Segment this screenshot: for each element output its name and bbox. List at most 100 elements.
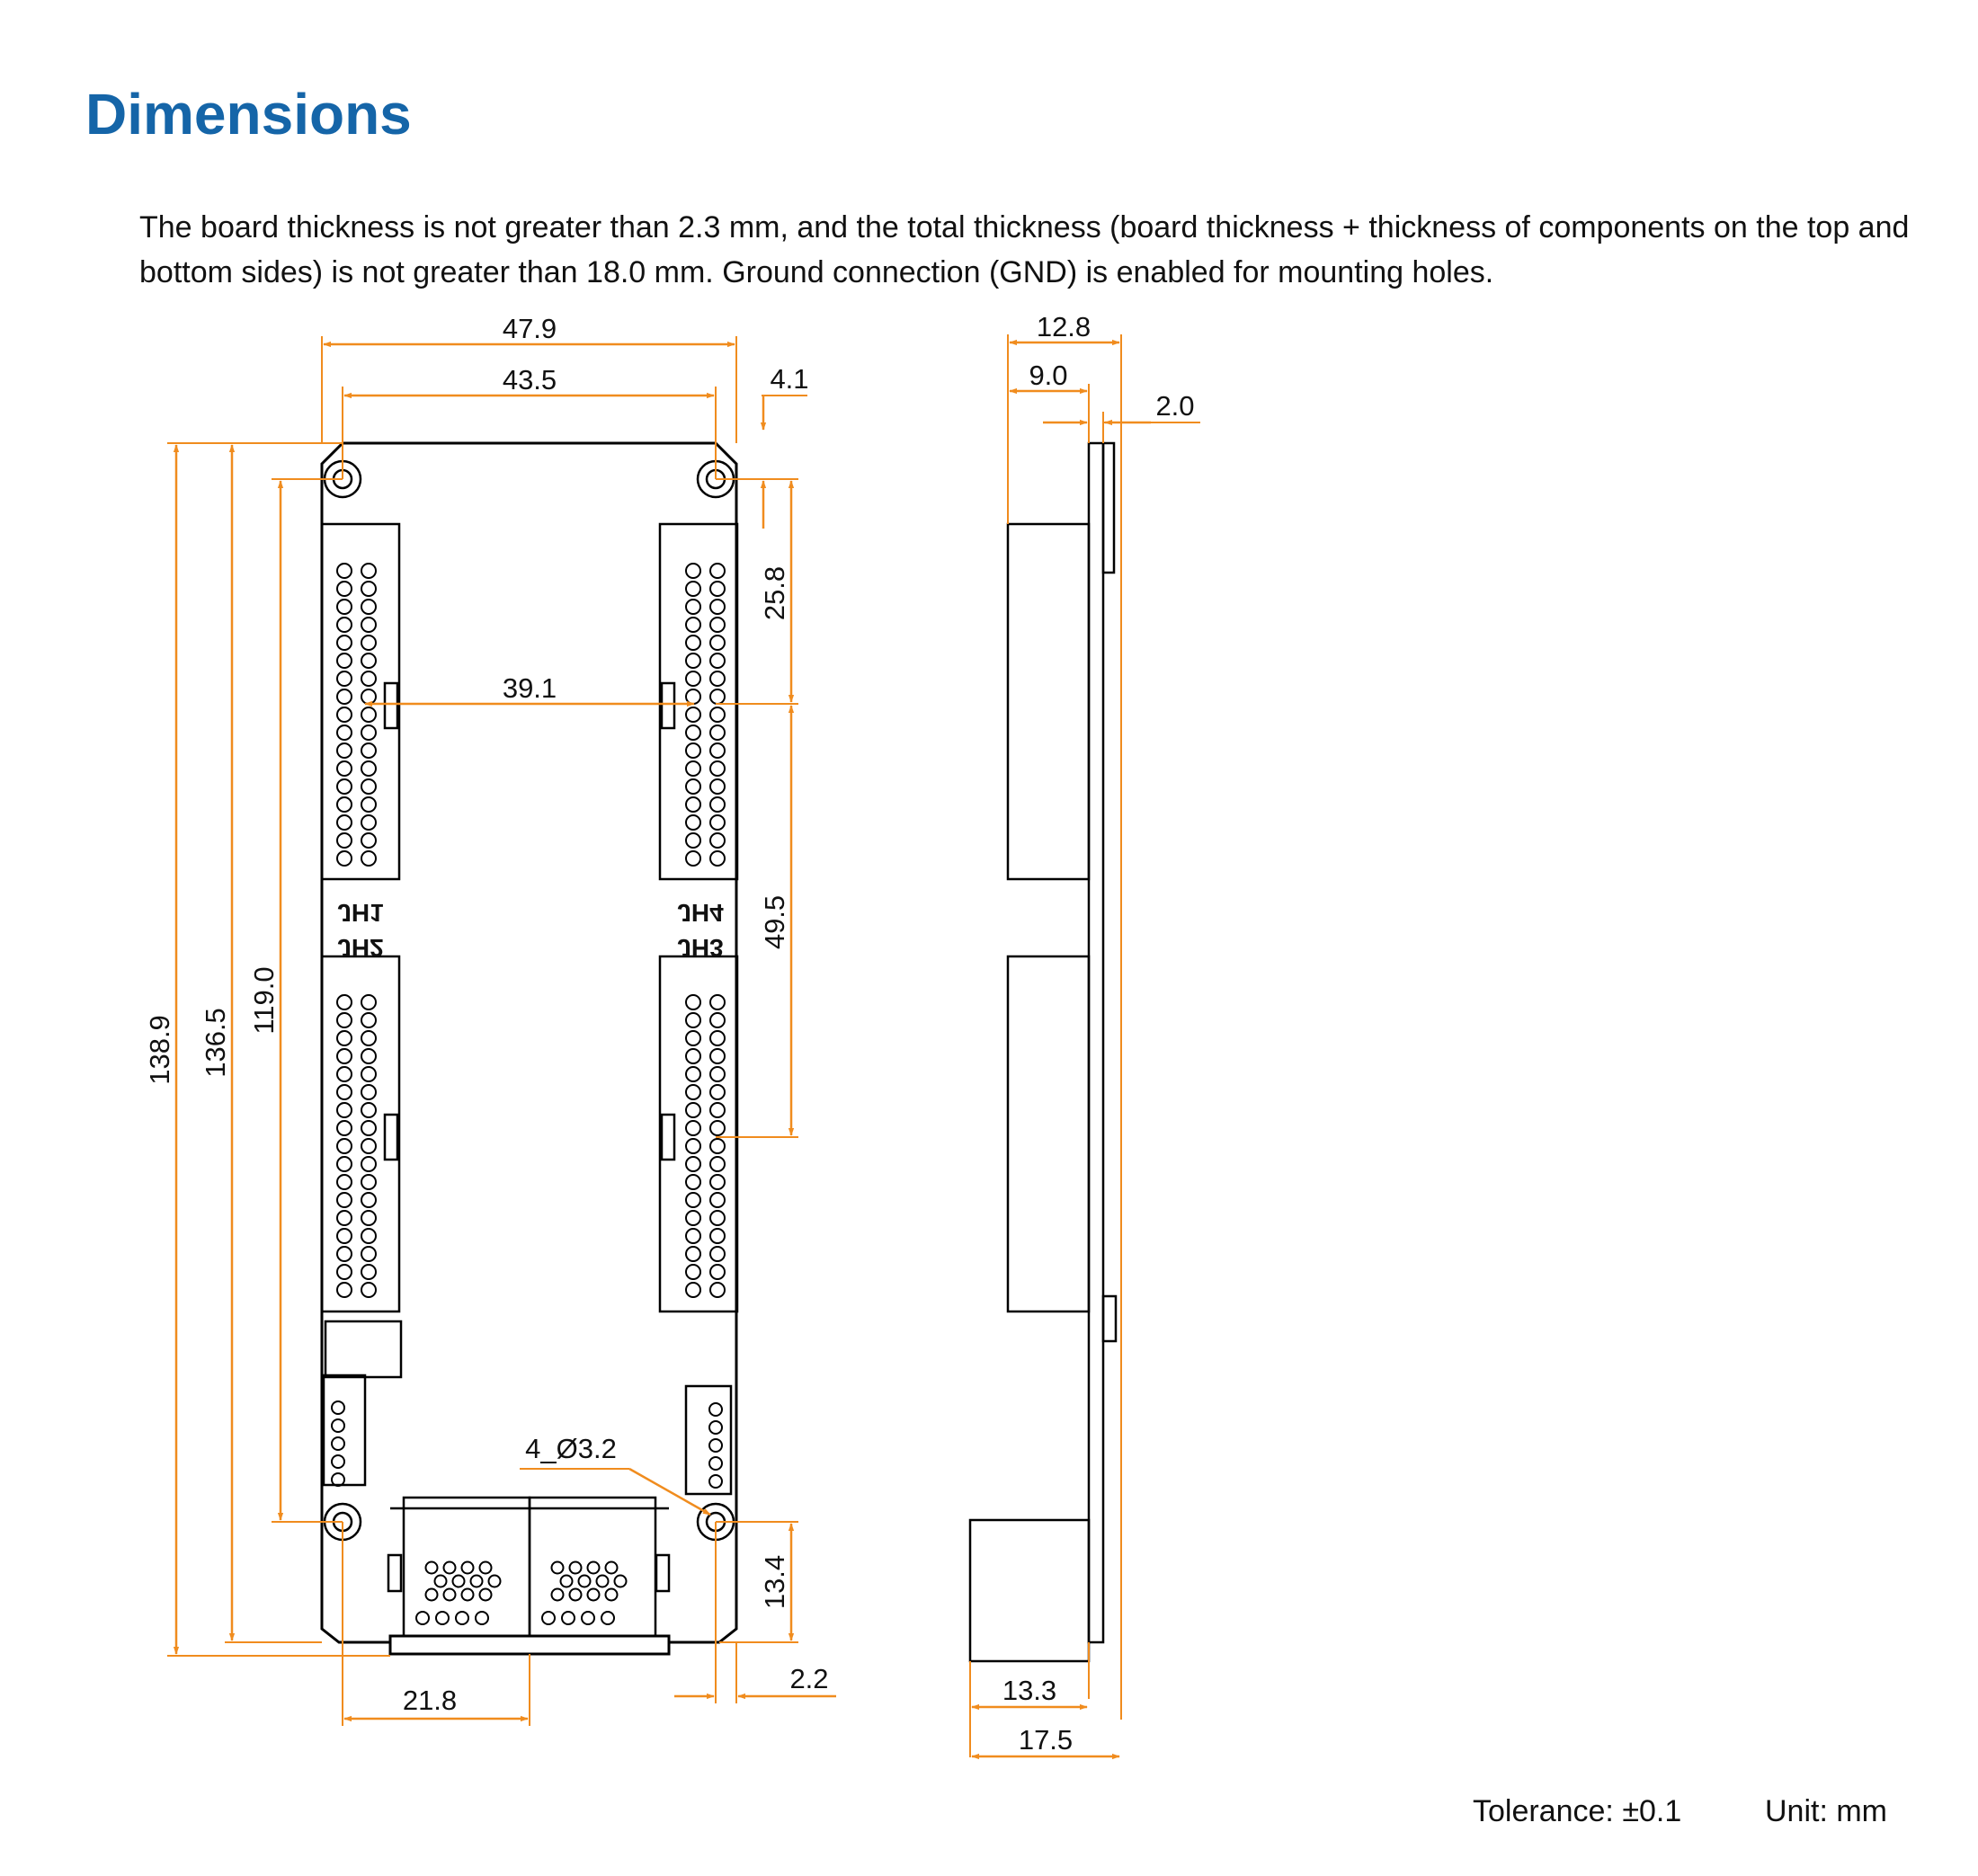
connector-jh2 <box>320 955 401 1313</box>
ethernet-pin <box>460 1560 475 1575</box>
label-jh3: JH3 <box>677 934 723 962</box>
header-pin <box>685 1210 701 1226</box>
header-pin <box>685 796 701 813</box>
header-pin <box>685 635 701 651</box>
header-pin <box>336 832 352 849</box>
header-pin <box>361 1228 377 1244</box>
ethernet-pin <box>586 1587 601 1602</box>
ethernet-pin <box>550 1587 565 1602</box>
ethernet-pin <box>561 1611 575 1625</box>
header-pin <box>361 850 377 867</box>
header-pin <box>361 617 377 633</box>
header-pin <box>361 1048 377 1064</box>
header-pin <box>685 1246 701 1262</box>
header-pin <box>336 994 352 1010</box>
ethernet-pin <box>478 1560 493 1575</box>
header-pin <box>361 581 377 597</box>
header-pin <box>336 1084 352 1100</box>
header-pin <box>685 725 701 741</box>
header-pin <box>336 1102 352 1118</box>
header-pin <box>709 850 726 867</box>
header-pin <box>685 689 701 705</box>
ethernet-pin <box>604 1587 619 1602</box>
header-pin <box>336 742 352 759</box>
header-pin <box>709 1012 726 1028</box>
header-pin <box>361 994 377 1010</box>
ethernet-jack-right <box>528 1496 657 1643</box>
header-pin <box>709 707 726 723</box>
header-pin <box>361 832 377 849</box>
header-pin <box>361 599 377 615</box>
ethernet-pin <box>604 1560 619 1575</box>
header-pin <box>685 994 701 1010</box>
ethernet-pin <box>613 1574 628 1588</box>
dim-connector-offset: 21.8 <box>403 1685 457 1716</box>
header-pin <box>709 563 726 579</box>
small-header-pin <box>331 1400 345 1415</box>
dim-bottom-component: 13.3 <box>1002 1675 1056 1706</box>
header-pin <box>709 1048 726 1064</box>
dim-bottom-hole-offset: 13.4 <box>759 1555 790 1609</box>
header-pin <box>361 635 377 651</box>
header-pin <box>685 1012 701 1028</box>
header-pin <box>685 832 701 849</box>
header-pin <box>685 760 701 777</box>
header-pin <box>685 1120 701 1136</box>
ethernet-pin <box>581 1611 595 1625</box>
tolerance-text: Tolerance: ±0.1 <box>1473 1794 1682 1828</box>
header-pin <box>709 1264 726 1280</box>
unit-text: Unit: mm <box>1765 1794 1887 1828</box>
header-pin <box>361 1282 377 1298</box>
small-header-pin <box>331 1418 345 1433</box>
dim-board-thickness: 2.0 <box>1155 390 1194 422</box>
header-pin <box>709 689 726 705</box>
header-pin <box>709 725 726 741</box>
header-pin <box>709 653 726 669</box>
header-pin <box>361 1246 377 1262</box>
ethernet-pin <box>568 1560 583 1575</box>
header-pin <box>336 1192 352 1208</box>
header-pin <box>685 1264 701 1280</box>
header-pin <box>336 725 352 741</box>
header-pin <box>685 1228 701 1244</box>
header-pin <box>685 653 701 669</box>
header-pin <box>685 1174 701 1190</box>
dim-edge-offset: 2.2 <box>789 1663 828 1694</box>
header-pin <box>685 1048 701 1064</box>
ethernet-pin <box>442 1587 457 1602</box>
header-pin <box>336 850 352 867</box>
header-pin <box>361 1066 377 1082</box>
header-pin <box>685 563 701 579</box>
dim-hole-spacing-y: 119.0 <box>248 966 280 1034</box>
header-pin <box>336 1120 352 1136</box>
ethernet-pin <box>424 1560 439 1575</box>
ethernet-jack-left <box>402 1496 531 1643</box>
ethernet-pin <box>451 1574 466 1588</box>
side-top-part <box>1101 441 1116 574</box>
header-pin <box>685 1102 701 1118</box>
header-pin <box>361 689 377 705</box>
label-jh4: JH4 <box>677 899 724 927</box>
dim-hole-to-header: 25.8 <box>759 566 790 620</box>
header-pin <box>361 725 377 741</box>
small-header-pin <box>708 1474 723 1489</box>
header-pin <box>361 1210 377 1226</box>
header-pin <box>336 814 352 831</box>
ethernet-pin <box>595 1574 610 1588</box>
header-pin <box>709 814 726 831</box>
ethernet-shield <box>388 1634 671 1656</box>
header-pin <box>361 1120 377 1136</box>
ethernet-pin <box>568 1587 583 1602</box>
header-pin <box>685 1192 701 1208</box>
header-pin <box>361 742 377 759</box>
ethernet-pin <box>586 1560 601 1575</box>
header-pin <box>685 1156 701 1172</box>
small-header-pin <box>331 1436 345 1451</box>
label-jh2: JH2 <box>337 934 383 962</box>
side-pcb <box>1087 441 1105 1644</box>
header-pin <box>709 796 726 813</box>
small-header-pin <box>708 1402 723 1417</box>
header-pin <box>709 581 726 597</box>
header-pin <box>336 1030 352 1046</box>
